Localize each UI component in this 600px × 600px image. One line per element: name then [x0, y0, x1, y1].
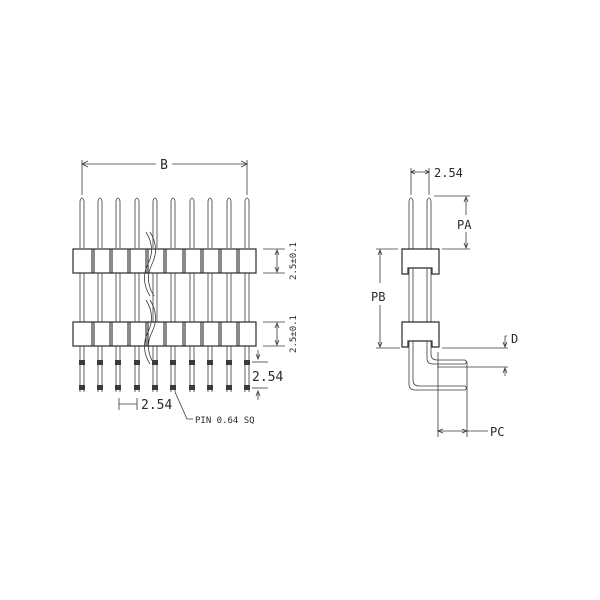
- middle-pins: [79, 273, 250, 322]
- side-dim-d-label: D: [511, 332, 518, 346]
- dimension-b: B: [81, 158, 248, 195]
- upper-insulator-body: [72, 248, 257, 274]
- dimension-body-height-lower: 2.5±0.1: [263, 315, 299, 353]
- side-lower-body: [401, 321, 440, 348]
- side-upper-body: [401, 248, 440, 275]
- pin-callout-label: PIN 0.64 SQ: [195, 416, 255, 426]
- side-middle-pins: [408, 268, 432, 322]
- side-dimension-pa: PA: [434, 195, 472, 250]
- side-dim-pc-label: PC: [490, 425, 504, 439]
- dimension-row-pitch: 2.54: [252, 350, 283, 400]
- dim-upper-label: 2.5±0.1: [289, 242, 299, 280]
- side-view: 2.54 PA: [371, 166, 518, 439]
- lower-pins: [79, 346, 250, 392]
- side-dimension-d: D: [437, 332, 518, 376]
- dimension-body-height-upper: 2.5±0.1: [263, 242, 299, 280]
- lower-insulator-body: [72, 321, 257, 347]
- dim-row-pitch-label: 2.54: [252, 370, 283, 385]
- side-dimension-pc: PC: [436, 352, 504, 439]
- side-dimension-pitch: 2.54: [410, 166, 463, 195]
- side-dimension-pb: PB: [371, 248, 400, 349]
- dim-lower-label: 2.5±0.1: [289, 315, 299, 353]
- front-view: B: [72, 158, 299, 426]
- side-dim-pa-label: PA: [457, 218, 472, 232]
- side-dim-pitch-label: 2.54: [434, 166, 463, 180]
- dim-b-label: B: [160, 158, 168, 173]
- dim-pin-pitch-label: 2.54: [141, 398, 172, 413]
- break-lines: [144, 231, 156, 365]
- side-dim-pb-label: PB: [371, 290, 385, 304]
- upper-pins: [79, 197, 250, 248]
- side-upper-pins: [408, 197, 432, 249]
- pin-callout: PIN 0.64 SQ: [174, 391, 255, 426]
- dimension-pin-pitch: 2.54: [118, 398, 172, 413]
- side-bent-pins: [408, 341, 467, 391]
